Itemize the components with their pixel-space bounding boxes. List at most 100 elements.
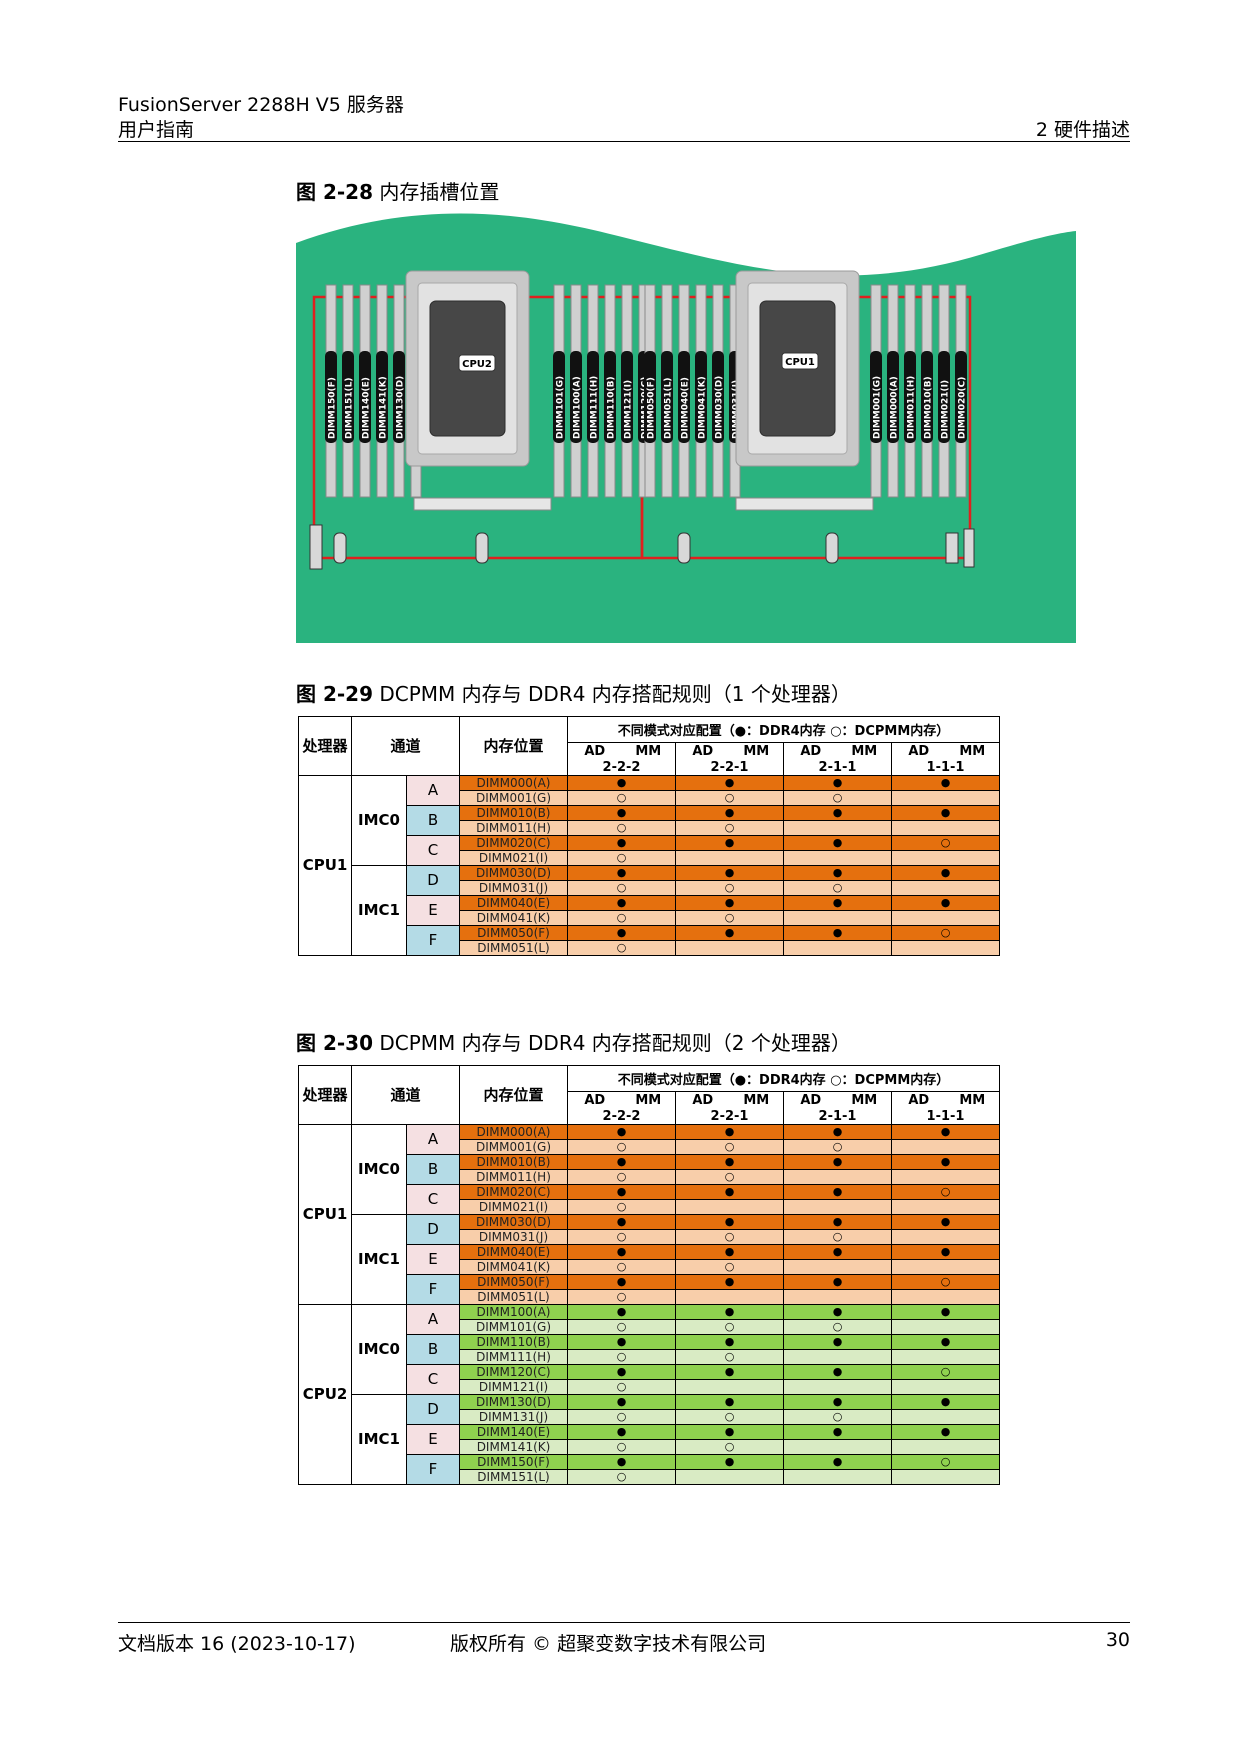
config-cell: ● bbox=[783, 804, 892, 821]
config-cell: ○ bbox=[675, 819, 784, 836]
config-cell: ○ bbox=[891, 1273, 1000, 1290]
dimm-slot-label-bg bbox=[342, 351, 354, 443]
config-cell: ○ bbox=[567, 1438, 676, 1455]
dimm-position: DIMM011(H) bbox=[459, 1168, 568, 1185]
config-cell: ● bbox=[891, 894, 1000, 911]
config-cell: ○ bbox=[675, 1228, 784, 1245]
config-cell: ● bbox=[675, 834, 784, 851]
dimm-slot-label: DIMM050(F) bbox=[647, 377, 657, 439]
header-chapter: 2 硬件描述 bbox=[1035, 119, 1130, 141]
config-cell: ● bbox=[567, 1453, 676, 1470]
config-cell: ○ bbox=[891, 1453, 1000, 1470]
table-row: DIMM141(K)○○ bbox=[299, 1438, 1000, 1455]
channel-label: C bbox=[406, 834, 460, 866]
config-cell: ● bbox=[567, 834, 676, 851]
dimm-position: DIMM050(F) bbox=[459, 1273, 568, 1290]
config-cell: ○ bbox=[675, 1318, 784, 1335]
config-cell bbox=[891, 1318, 1000, 1335]
config-cell: ● bbox=[675, 1153, 784, 1170]
header-mm: MM bbox=[945, 742, 1000, 760]
dimm-slot-label: DIMM140(E) bbox=[362, 377, 372, 439]
header-ad: AD bbox=[675, 1091, 730, 1109]
config-cell: ○ bbox=[783, 1228, 892, 1245]
dimm-slot-label-bg bbox=[887, 351, 899, 443]
config-cell bbox=[675, 849, 784, 866]
config-cell: ○ bbox=[675, 1168, 784, 1185]
channel-label: D bbox=[406, 1213, 460, 1245]
config-cell bbox=[675, 1378, 784, 1395]
footer-copyright: 版权所有 © 超聚变数字技术有限公司 bbox=[450, 1633, 767, 1655]
header-position: 内存位置 bbox=[459, 716, 568, 776]
dimm-slot-label: DIMM051(L) bbox=[664, 378, 674, 439]
dimm-slot-label-bg bbox=[712, 351, 724, 443]
config-cell: ● bbox=[891, 1123, 1000, 1140]
cpu2-socket: CPU2 bbox=[405, 270, 530, 467]
dimm-slot-label-bg bbox=[661, 351, 673, 443]
config-cell: ● bbox=[783, 1183, 892, 1200]
table-row: DIMM021(I)○ bbox=[299, 849, 1000, 866]
dimm-position: DIMM120(C) bbox=[459, 1363, 568, 1380]
config-cell: ● bbox=[783, 864, 892, 881]
config-cell bbox=[783, 1258, 892, 1275]
header-config: 1-1-1 bbox=[891, 759, 1000, 776]
header-modes: 不同模式对应配置（●：DDR4内存 ○：DCPMM内存） bbox=[567, 1065, 1000, 1092]
dimm-slot-label-bg bbox=[587, 351, 599, 443]
header-guide: 用户指南 bbox=[118, 119, 195, 141]
figure-28-caption: 图 2-28 内存插槽位置 bbox=[296, 176, 499, 205]
config-cell: ○ bbox=[567, 1168, 676, 1185]
header-ad: AD bbox=[891, 742, 946, 760]
config-cell: ○ bbox=[891, 1183, 1000, 1200]
config-cell bbox=[891, 1378, 1000, 1395]
config-cell: ● bbox=[891, 1333, 1000, 1350]
channel-label: E bbox=[406, 1423, 460, 1455]
dimm-slot-label-bg bbox=[938, 351, 950, 443]
figure-29-caption: 图 2-29 DCPMM 内存与 DDR4 内存搭配规则（1 个处理器） bbox=[296, 678, 851, 707]
config-cell bbox=[783, 1168, 892, 1185]
config-cell: ● bbox=[675, 1273, 784, 1290]
config-cell bbox=[891, 909, 1000, 926]
config-cell: ● bbox=[891, 1213, 1000, 1230]
channel-label: C bbox=[406, 1183, 460, 1215]
config-cell: ○ bbox=[567, 1258, 676, 1275]
channel-label: B bbox=[406, 1333, 460, 1365]
dimm-slot-label: DIMM030(D) bbox=[715, 376, 725, 439]
dimm-slot-label-bg bbox=[553, 351, 565, 443]
config-cell: ○ bbox=[675, 1138, 784, 1155]
channel-label: C bbox=[406, 1363, 460, 1395]
config-cell: ● bbox=[675, 864, 784, 881]
config-cell bbox=[675, 939, 784, 956]
dimm-position: DIMM050(F) bbox=[459, 924, 568, 941]
dimm-position: DIMM040(E) bbox=[459, 894, 568, 911]
config-cell: ● bbox=[675, 1183, 784, 1200]
dimm-slot-label-bg bbox=[376, 351, 388, 443]
dimm-position: DIMM020(C) bbox=[459, 1183, 568, 1200]
config-cell bbox=[675, 1198, 784, 1215]
header-ad: AD bbox=[783, 1091, 838, 1109]
config-cell bbox=[783, 1468, 892, 1485]
header-mm: MM bbox=[729, 1091, 784, 1109]
cpu2-chip-label: CPU2 bbox=[462, 359, 492, 370]
config-cell: ○ bbox=[567, 789, 676, 806]
dimm-slot-label-bg bbox=[870, 351, 882, 443]
imc-label: IMC1 bbox=[351, 1213, 407, 1305]
config-cell bbox=[891, 1168, 1000, 1185]
imc-label: IMC0 bbox=[351, 774, 407, 866]
channel-label: A bbox=[406, 1123, 460, 1155]
config-cell: ● bbox=[567, 1303, 676, 1320]
dimm-slot-label: DIMM110(B) bbox=[607, 376, 617, 439]
config-cell bbox=[783, 1198, 892, 1215]
header-config: 2-2-2 bbox=[567, 1108, 676, 1125]
table-row: DIMM111(H)○○ bbox=[299, 1348, 1000, 1365]
config-cell bbox=[783, 909, 892, 926]
config-cell bbox=[891, 939, 1000, 956]
channel-label: F bbox=[406, 1273, 460, 1305]
config-cell bbox=[891, 1348, 1000, 1365]
dimm-slot-label-bg bbox=[393, 351, 405, 443]
config-cell: ○ bbox=[567, 1408, 676, 1425]
memory-slot-diagram: DIMM150(F)DIMM151(L)DIMM140(E)DIMM141(K)… bbox=[296, 213, 1076, 643]
config-cell: ● bbox=[675, 1363, 784, 1380]
